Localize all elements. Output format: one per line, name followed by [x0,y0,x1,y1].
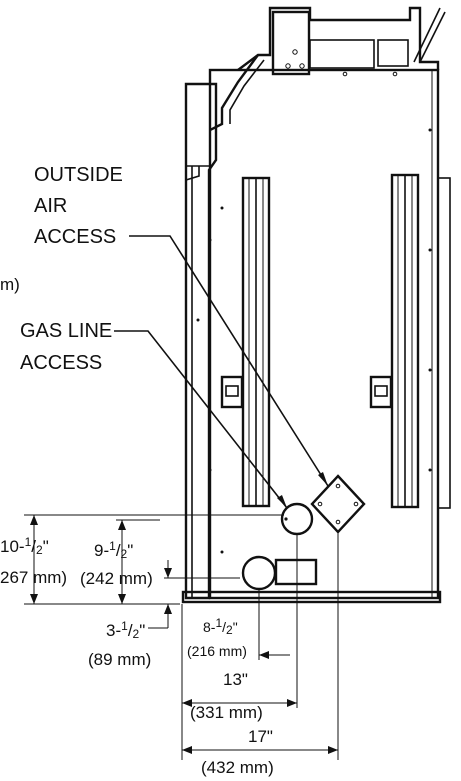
front-post [184,82,218,600]
svg-text:9-1/2": 9-1/2" [94,539,133,561]
dim-9-5-mm: (242 mm) [80,569,153,588]
bracket-left [220,375,244,409]
svg-text:8-1/2": 8-1/2" [203,616,238,637]
outside-air-label-line1: OUTSIDE [34,164,123,186]
base-plate [181,590,442,604]
gas-line-callout: GAS LINE ACCESS [20,320,288,509]
dim-9-5-label: 9-1/2" (242 mm) [80,539,153,588]
dim-10-5-mm: 267 mm) [0,568,67,587]
gas-line-label-line1: GAS LINE [20,320,112,342]
lower-knockout [241,555,318,591]
dim-8-5-label: 8-1/2" (216 mm) [187,616,247,659]
side-flange [437,177,451,509]
dim-10-5-label: 10-1/2" 267 mm) [0,535,67,587]
dim-13-mm: (331 mm) [190,703,263,722]
outside-air-access-plate [310,474,366,534]
fireplace-body [181,6,451,604]
partial-mm-label: m) [0,275,20,294]
screw-dots [196,128,432,554]
svg-text:3-1/2": 3-1/2" [106,619,145,641]
dim-13-in: 13" [223,670,248,689]
outside-air-callout: OUTSIDE AIR ACCESS [34,164,329,487]
standoff-rail-right [390,173,420,509]
dim-17-mm: (432 mm) [201,758,274,777]
outside-air-label-line2: AIR [34,195,67,217]
bracket-right [369,375,393,409]
gas-line-access-hole [280,502,314,536]
dim-17-in: 17" [248,727,273,746]
dim-3-5-mm: (89 mm) [88,650,151,669]
top-vent-collar [209,6,446,132]
standoff-rail-left [241,176,271,508]
gas-line-label-line2: ACCESS [20,352,102,374]
outside-air-label-line3: ACCESS [34,226,116,248]
dim-8-5-mm: (216 mm) [187,643,247,659]
dim-3-5-label: 3-1/2" (89 mm) [88,619,151,669]
svg-text:10-1/2": 10-1/2" [0,535,49,557]
dimension-lines [24,514,339,760]
